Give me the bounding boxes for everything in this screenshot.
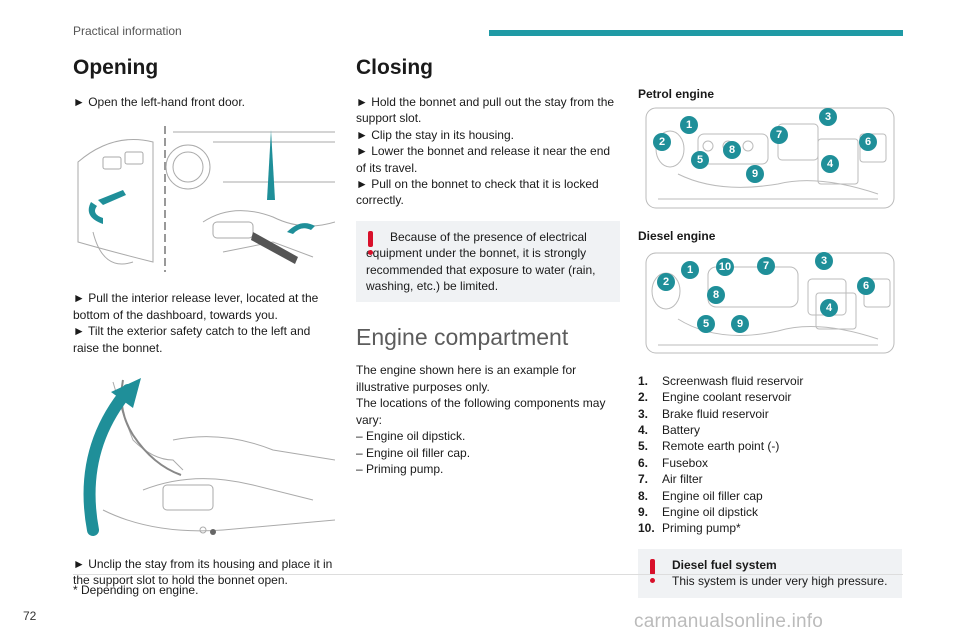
- callout-badge-1: [680, 116, 698, 135]
- callout-label-8: 8: [729, 144, 735, 156]
- closing-column: Closing ► Hold the bonnet and pull out t…: [356, 56, 620, 477]
- legend-item: 5.Remote earth point (-): [638, 439, 780, 454]
- callout-label-7: 7: [763, 260, 769, 272]
- water-warning-box: Because of the presence of electrical eq…: [356, 220, 620, 303]
- engine-diagrams-column: Petrol engine 1 2 3 4 5 6 7 8 9 Diesel engine: [638, 86, 902, 598]
- diesel-warning-title: Diesel fuel system: [672, 557, 777, 572]
- closing-step-1: ► Hold the bonnet and pull out the stay …: [356, 95, 615, 126]
- callout-badge-1: [681, 260, 699, 279]
- petrol-engine-label: Petrol engine: [638, 87, 715, 101]
- callout-badge-2: [657, 272, 675, 291]
- legend-item: 3.Brake fluid reservoir: [638, 406, 769, 421]
- bonnet-stay-drawing: [83, 378, 335, 537]
- callout-badge-4: [821, 155, 839, 174]
- callout-label-1: 1: [686, 119, 692, 131]
- callout-label-7: 7: [776, 129, 782, 141]
- legend-item: 2.Engine coolant reservoir: [638, 390, 792, 405]
- callout-badge-10: [716, 257, 734, 276]
- legend-item: 6.Fusebox: [638, 455, 709, 470]
- opening-heading: Opening: [73, 56, 159, 79]
- diesel-warning-box: Diesel fuel system This system is under …: [638, 548, 902, 598]
- opening-step-2: ► Pull the interior release lever, locat…: [73, 291, 319, 322]
- callout-label-1: 1: [687, 264, 693, 276]
- diesel-engine-illustration: 1 2 3 4 5 6 7 8 9 10: [638, 248, 902, 359]
- callout-label-2: 2: [659, 136, 665, 148]
- callout-label-4: 4: [827, 158, 834, 170]
- legend-item: 1.Screenwash fluid reservoir: [638, 373, 804, 388]
- callout-label-9: 9: [737, 318, 743, 330]
- callout-badge-3: [819, 108, 837, 127]
- warning-icon: [650, 558, 655, 583]
- callout-label-3: 3: [825, 111, 831, 123]
- closing-step-4: ► Pull on the bonnet to check that it is…: [356, 177, 599, 208]
- callout-badge-5: [691, 151, 709, 170]
- diesel-engine-drawing: 1 2 3 4 5 6 7 8 9 10: [645, 251, 895, 354]
- door-release-drawing: [77, 126, 335, 273]
- callout-badge-6: [859, 133, 877, 152]
- water-warning-text: Because of the presence of electrical eq…: [366, 229, 596, 294]
- callout-label-5: 5: [697, 154, 703, 166]
- engine-item-2: – Engine oil filler cap.: [356, 445, 471, 460]
- callout-badge-8: [707, 285, 725, 304]
- callout-label-9: 9: [752, 168, 758, 180]
- watermark: carmanualsonline.info: [634, 611, 824, 632]
- opening-step-1: ► Open the left-hand front door.: [73, 95, 245, 109]
- callout-badge-4: [820, 298, 838, 317]
- engine-intro-1: The engine shown here is an example for …: [356, 363, 577, 394]
- legend-item: 7.Air filter: [638, 472, 703, 487]
- callout-label-6: 6: [863, 280, 869, 292]
- callout-label-3: 3: [821, 255, 827, 267]
- legend-item: 4.Battery: [638, 423, 701, 438]
- closing-step-2: ► Clip the stay in its housing.: [356, 127, 514, 142]
- callout-badge-8: [723, 141, 741, 160]
- callout-label-2: 2: [663, 276, 669, 288]
- closing-heading: Closing: [356, 56, 433, 79]
- petrol-engine-drawing: 1 2 3 4 5 6 7 8 9: [645, 107, 895, 209]
- engine-item-3: – Priming pump.: [356, 461, 444, 476]
- petrol-engine-illustration: 1 2 3 4 5 6 7 8 9: [638, 104, 902, 215]
- callout-badge-3: [815, 251, 833, 270]
- callout-label-5: 5: [703, 318, 709, 330]
- engine-item-1: – Engine oil dipstick.: [356, 429, 466, 444]
- footer-divider: [73, 574, 903, 575]
- footnote: * Depending on engine.: [73, 583, 199, 597]
- callout-badge-9: [731, 314, 749, 333]
- callout-badge-5: [697, 314, 715, 333]
- engine-compartment-heading: Engine compartment: [356, 324, 569, 351]
- opening-step-3: ► Tilt the exterior safety catch to the …: [73, 324, 311, 355]
- callout-badge-6: [857, 276, 875, 295]
- engine-intro-2: The locations of the following component…: [356, 396, 606, 427]
- callout-label-6: 6: [865, 136, 871, 148]
- component-legend: 1.Screenwash fluid reservoir 2.Engine co…: [638, 373, 902, 537]
- page-number: 72: [23, 609, 37, 623]
- diesel-warning-text: This system is under very high pressure.: [672, 574, 888, 589]
- callout-label-10: 10: [719, 261, 731, 273]
- callout-label-8: 8: [713, 289, 719, 301]
- legend-item: 8.Engine oil filler cap: [638, 488, 763, 503]
- opening-column: Opening ► Open the left-hand front door.: [73, 56, 335, 589]
- opening-step-4: ► Unclip the stay from its housing and p…: [73, 557, 333, 588]
- header-accent-bar: [489, 30, 903, 36]
- callout-badge-7: [757, 256, 775, 275]
- legend-item: 9.Engine oil dipstick: [638, 505, 759, 520]
- legend-item: 10.Priming pump*: [638, 521, 741, 536]
- section-title: Practical information: [73, 24, 182, 38]
- closing-step-3: ► Lower the bonnet and release it near t…: [356, 144, 611, 175]
- callout-badge-9: [746, 165, 764, 184]
- bonnet-raise-illustration: [73, 370, 335, 541]
- callout-badge-7: [770, 126, 788, 145]
- diesel-engine-label: Diesel engine: [638, 229, 716, 244]
- callout-badge-2: [653, 133, 671, 152]
- warning-icon: [368, 230, 373, 255]
- door-release-illustration: [73, 122, 335, 275]
- callout-label-4: 4: [826, 302, 833, 314]
